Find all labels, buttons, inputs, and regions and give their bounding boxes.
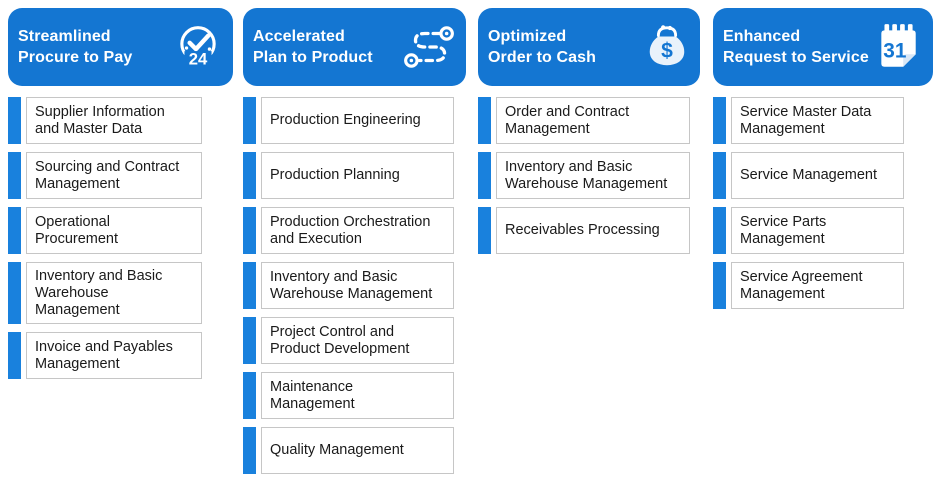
card-accent-bar — [478, 152, 491, 199]
card-accent-bar — [713, 97, 726, 144]
card-label: Quality Management — [270, 442, 404, 459]
column-plan-to-product: Accelerated Plan to Product Production E… — [243, 8, 466, 474]
card-label: Maintenance Management — [270, 378, 355, 412]
card-accent-bar — [243, 317, 256, 364]
card-list-procure-to-pay: Supplier Information and Master Data Sou… — [8, 97, 202, 380]
card-label: Inventory and Basic Warehouse Management — [270, 268, 433, 302]
capability-card: Service Management — [713, 152, 904, 199]
capability-card: Service Parts Management — [713, 207, 904, 254]
card-label: Supplier Information and Master Data — [35, 103, 165, 137]
card-accent-bar — [713, 262, 726, 309]
card-label: Sourcing and Contract Management — [35, 158, 180, 192]
svg-text:31: 31 — [883, 39, 906, 62]
card-label: Production Planning — [270, 167, 400, 184]
card-list-plan-to-product: Production Engineering Production Planni… — [243, 97, 454, 474]
capability-card: Order and Contract Management — [478, 97, 690, 144]
capability-card: Operational Procurement — [8, 207, 202, 254]
card-label: Service Master Data Management — [740, 103, 872, 137]
header-title: Accelerated Plan to Product — [253, 27, 373, 66]
card-accent-bar — [243, 97, 256, 144]
card-label: Operational Procurement — [35, 213, 119, 247]
card-accent-bar — [713, 152, 726, 199]
card-label: Service Parts Management — [740, 213, 827, 247]
card-accent-bar — [478, 207, 491, 254]
card-label: Service Agreement Management — [740, 268, 863, 302]
column-request-to-service: Enhanced Request to Service 31 Service M… — [713, 8, 933, 309]
card-label: Production Orchestration and Execution — [270, 213, 431, 247]
card-label: Invoice and Payables Management — [35, 339, 173, 372]
card-accent-bar — [8, 332, 21, 380]
card-label: Inventory and Basic Warehouse Management — [505, 158, 668, 192]
route-icon — [402, 24, 456, 70]
capability-card: Supplier Information and Master Data — [8, 97, 202, 144]
capability-card: Project Control and Product Development — [243, 317, 454, 364]
card-list-request-to-service: Service Master Data Management Service M… — [713, 97, 904, 309]
card-label: Order and Contract Management — [505, 103, 630, 137]
column-order-to-cash: Optimized Order to Cash $ Order and Cont… — [478, 8, 700, 254]
card-label: Inventory and Basic Warehouse Management — [35, 268, 163, 318]
card-accent-bar — [8, 97, 21, 144]
capability-card: Quality Management — [243, 427, 454, 474]
capability-card: Production Planning — [243, 152, 454, 199]
card-label: Project Control and Product Development — [270, 323, 410, 357]
card-accent-bar — [8, 152, 21, 199]
card-accent-bar — [243, 152, 256, 199]
header-procure-to-pay: Streamlined Procure to Pay 24 — [8, 8, 233, 86]
card-list-order-to-cash: Order and Contract Management Inventory … — [478, 97, 690, 254]
capability-card: Inventory and Basic Warehouse Management — [8, 262, 202, 325]
capability-card: Inventory and Basic Warehouse Management — [243, 262, 454, 309]
header-order-to-cash: Optimized Order to Cash $ — [478, 8, 700, 86]
svg-text:24: 24 — [189, 50, 208, 69]
header-request-to-service: Enhanced Request to Service 31 — [713, 8, 933, 86]
svg-text:$: $ — [661, 40, 673, 63]
card-accent-bar — [8, 262, 21, 325]
card-accent-bar — [713, 207, 726, 254]
capability-card: Service Master Data Management — [713, 97, 904, 144]
capability-card: Receivables Processing — [478, 207, 690, 254]
card-accent-bar — [243, 262, 256, 309]
capability-card: Production Engineering — [243, 97, 454, 144]
capability-card: Production Orchestration and Execution — [243, 207, 454, 254]
capability-card: Sourcing and Contract Management — [8, 152, 202, 199]
money-purse-icon: $ — [644, 24, 690, 70]
card-label: Receivables Processing — [505, 222, 660, 239]
card-accent-bar — [478, 97, 491, 144]
card-label: Service Management — [740, 167, 878, 184]
capability-card: Service Agreement Management — [713, 262, 904, 309]
card-label: Production Engineering — [270, 112, 421, 129]
card-accent-bar — [8, 207, 21, 254]
capability-card: Maintenance Management — [243, 372, 454, 419]
clock-24-icon: 24 — [173, 22, 223, 72]
header-plan-to-product: Accelerated Plan to Product — [243, 8, 466, 86]
card-accent-bar — [243, 207, 256, 254]
card-accent-bar — [243, 427, 256, 474]
capability-card: Invoice and Payables Management — [8, 332, 202, 380]
column-procure-to-pay: Streamlined Procure to Pay 24 Supplier I… — [8, 8, 233, 380]
header-title: Streamlined Procure to Pay — [18, 27, 133, 66]
header-title: Enhanced Request to Service — [723, 27, 869, 66]
header-title: Optimized Order to Cash — [488, 27, 596, 66]
capability-card: Inventory and Basic Warehouse Management — [478, 152, 690, 199]
card-accent-bar — [243, 372, 256, 419]
calendar-31-icon: 31 — [873, 22, 923, 72]
